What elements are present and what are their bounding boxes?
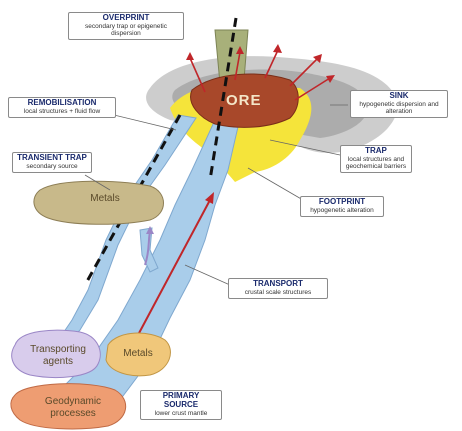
transient-trap-sub: secondary source: [17, 163, 87, 170]
transport-title: TRANSPORT: [233, 280, 323, 289]
transport-label: TRANSPORT crustal scale structures: [228, 278, 328, 299]
transport-sub: crustal scale structures: [233, 289, 323, 296]
sink-label: SINK hypogenetic dispersion and alterati…: [350, 90, 448, 118]
transient-trap-label: TRANSIENT TRAP secondary source: [12, 152, 92, 173]
remobilisation-title: REMOBILISATION: [13, 99, 111, 108]
metals-upper-label: Metals: [80, 193, 130, 205]
trap-label: TRAP local structures and geochemical ba…: [340, 145, 412, 173]
footprint-title: FOOTPRINT: [305, 198, 379, 207]
overprint-title: OVERPRINT: [73, 14, 179, 23]
ore-label: ORE: [226, 92, 262, 109]
overprint-label: OVERPRINT secondary trap or epigenetic d…: [68, 12, 184, 40]
trap-sub: local structures and geochemical barrier…: [345, 156, 407, 170]
primary-source-label: PRIMARY SOURCE lower crust mantle: [140, 390, 222, 420]
primary-source-sub: lower crust mantle: [145, 410, 217, 417]
sink-sub: hypogenetic dispersion and alteration: [355, 101, 443, 115]
transporting-agents-label: Transporting agents: [20, 344, 96, 367]
footprint-sub: hypogenetic alteration: [305, 207, 379, 214]
trap-title: TRAP: [345, 147, 407, 156]
metals-lower-label: Metals: [112, 348, 164, 360]
sink-title: SINK: [355, 92, 443, 101]
remobilisation-label: REMOBILISATION local structures + fluid …: [8, 97, 116, 118]
remobilisation-sub: local structures + fluid flow: [13, 108, 111, 115]
primary-source-title: PRIMARY SOURCE: [145, 392, 217, 410]
geodynamic-processes-label: Geodynamic processes: [28, 396, 118, 419]
footprint-label: FOOTPRINT hypogenetic alteration: [300, 196, 384, 217]
overprint-sub: secondary trap or epigenetic dispersion: [73, 23, 179, 37]
transient-trap-title: TRANSIENT TRAP: [17, 154, 87, 163]
